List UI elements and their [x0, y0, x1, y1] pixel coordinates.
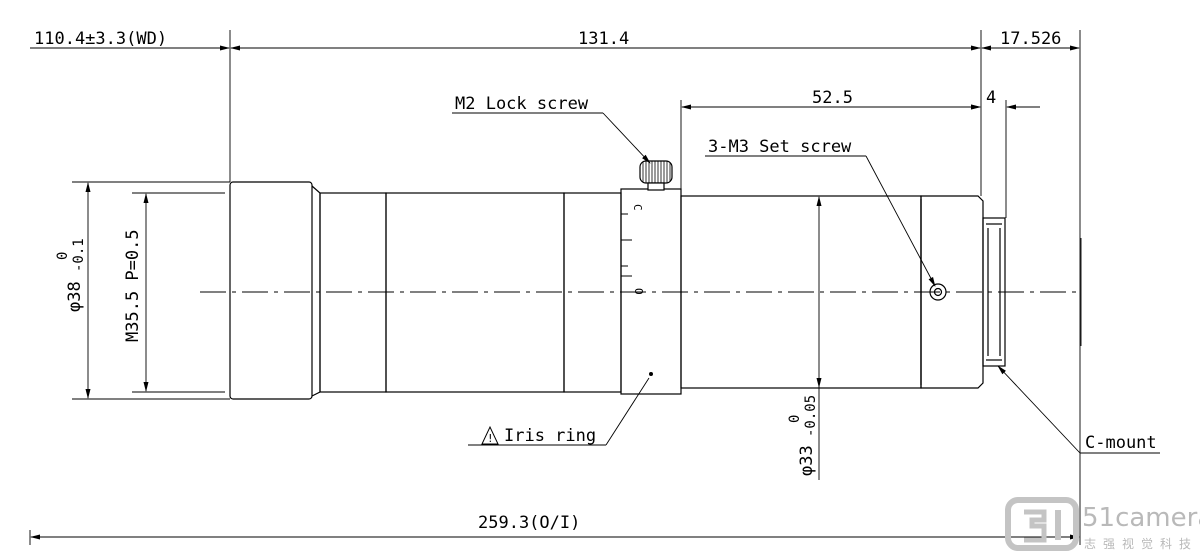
callout-lock-screw: M2 Lock screw	[455, 94, 589, 114]
leader-lines	[452, 112, 1160, 454]
dim-overall-length: 259.3(O/I)	[478, 513, 580, 533]
dim-back-length: 17.526	[1000, 29, 1061, 49]
front-chamfer	[311, 185, 321, 397]
rear-collar	[920, 195, 984, 389]
rear-diameter-label: φ33 0 -0.05	[787, 395, 819, 476]
iris-ring-dot	[649, 372, 653, 376]
warning-icon: !	[481, 425, 499, 445]
watermark-brand: 51camera	[1082, 503, 1200, 533]
callout-iris-ring: Iris ring	[504, 426, 596, 446]
lens-body	[229, 181, 1006, 400]
svg-text:0: 0	[55, 252, 71, 260]
watermark-subtitle: 志强视觉科技	[1084, 536, 1198, 551]
svg-text:!: !	[487, 432, 494, 445]
iris-close-mark: C	[631, 204, 644, 211]
svg-text:-0.1: -0.1	[71, 238, 87, 272]
dim-flange-step: 4	[986, 88, 996, 108]
lock-screw-knob	[639, 160, 673, 191]
callout-c-mount: C-mount	[1085, 433, 1157, 453]
svg-text:-0.05: -0.05	[803, 395, 819, 437]
iris-open-mark: O	[632, 288, 645, 295]
svg-text:φ38: φ38	[65, 281, 85, 312]
watermark-logo: 51camera 志强视觉科技	[1005, 497, 1200, 551]
dim-body-length: 131.4	[578, 29, 629, 49]
thread-label: M35.5 P=0.5	[123, 229, 143, 342]
svg-text:M35.5 P=0.5: M35.5 P=0.5	[123, 229, 143, 342]
dim-screw-to-flange: 52.5	[812, 88, 853, 108]
front-barrel	[229, 181, 313, 400]
dimension-lines	[30, 45, 1080, 540]
svg-text:0: 0	[787, 415, 803, 423]
callout-set-screw: 3-M3 Set screw	[708, 137, 852, 157]
front-diameter-label: φ38 0 -0.1	[55, 238, 87, 312]
svg-text:φ33: φ33	[797, 445, 817, 476]
extension-lines	[29, 30, 1082, 545]
iris-scale	[621, 213, 632, 277]
dim-working-distance: 110.4±3.3(WD)	[34, 29, 167, 49]
